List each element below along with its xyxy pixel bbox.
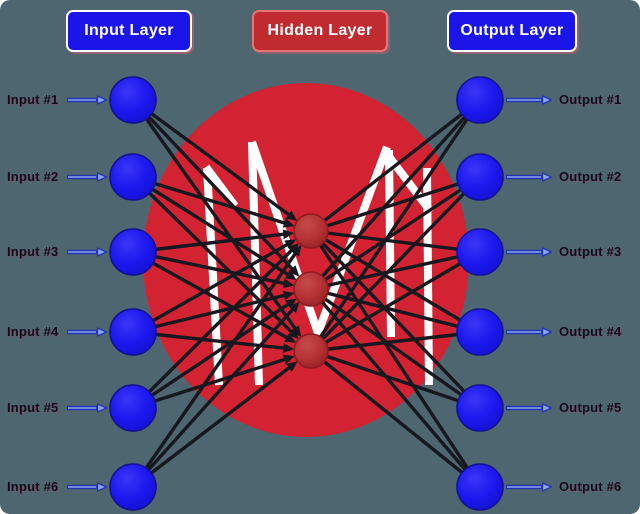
output-label-6: Output #6 bbox=[559, 479, 622, 494]
edge-hidden1-output2 bbox=[310, 175, 481, 233]
edge-input2-hidden1 bbox=[132, 175, 295, 228]
output-label-3: Output #3 bbox=[559, 244, 622, 259]
edge-input6-hidden1 bbox=[131, 244, 302, 488]
output-label-5: Output #5 bbox=[559, 400, 622, 415]
edge-input2-hidden3 bbox=[131, 175, 299, 340]
hidden-to-output-edges bbox=[309, 98, 482, 489]
hidden-layer-circle bbox=[143, 83, 469, 437]
edge-input6-hidden2 bbox=[131, 301, 300, 489]
input-layer-badge-label: Input Layer bbox=[84, 22, 174, 39]
input-layer-badge: Input Layer bbox=[66, 10, 192, 52]
edge-input5-hidden1 bbox=[131, 242, 299, 410]
edge-input1-hidden1 bbox=[131, 98, 298, 221]
input-label-3: Input #3 bbox=[7, 244, 59, 259]
hidden-node-3 bbox=[293, 333, 329, 369]
input-node-6 bbox=[109, 463, 157, 511]
edge-hidden2-output3 bbox=[310, 250, 481, 291]
output-node-6 bbox=[456, 463, 504, 511]
edge-input3-hidden3 bbox=[132, 250, 297, 343]
input-output-nodes bbox=[109, 76, 504, 511]
hidden-nodes bbox=[293, 213, 329, 369]
edge-hidden3-output4 bbox=[310, 330, 481, 353]
input-label-4: Input #4 bbox=[7, 324, 59, 339]
input-node-2 bbox=[109, 153, 157, 201]
edge-hidden3-output2 bbox=[309, 175, 482, 353]
edge-hidden1-output4 bbox=[310, 229, 481, 334]
hidden-node-1 bbox=[293, 213, 329, 249]
output-node-1 bbox=[456, 76, 504, 124]
input-node-5 bbox=[109, 384, 157, 432]
edge-hidden3-output6 bbox=[309, 349, 482, 489]
input-node-4 bbox=[109, 308, 157, 356]
edge-input5-hidden3 bbox=[132, 354, 295, 410]
output-node-2 bbox=[456, 153, 504, 201]
output-label-2: Output #2 bbox=[559, 169, 622, 184]
edge-input3-hidden1 bbox=[132, 229, 295, 254]
input-label-5: Input #5 bbox=[7, 400, 59, 415]
input-node-3 bbox=[109, 228, 157, 276]
edge-hidden1-output6 bbox=[309, 230, 482, 488]
output-layer-badge: Output Layer bbox=[447, 10, 577, 52]
hidden-layer-badge: Hidden Layer bbox=[252, 10, 388, 52]
edge-input3-hidden2 bbox=[132, 250, 295, 289]
edge-hidden2-output4 bbox=[310, 287, 481, 334]
edge-input6-hidden3 bbox=[131, 361, 298, 489]
edge-hidden1-output1 bbox=[309, 98, 482, 233]
hidden-node-2 bbox=[293, 271, 329, 307]
input-label-2: Input #2 bbox=[7, 169, 59, 184]
output-node-4 bbox=[456, 308, 504, 356]
edge-input1-hidden2 bbox=[131, 98, 300, 277]
edge-hidden2-output1 bbox=[309, 98, 482, 291]
output-label-1: Output #1 bbox=[559, 92, 622, 107]
input-label-1: Input #1 bbox=[7, 92, 59, 107]
edge-input4-hidden1 bbox=[132, 239, 297, 334]
edge-hidden1-output5 bbox=[309, 229, 482, 410]
output-node-3 bbox=[456, 228, 504, 276]
edge-hidden3-output3 bbox=[310, 250, 481, 353]
output-layer-badge-label: Output Layer bbox=[460, 22, 564, 39]
edge-hidden3-output5 bbox=[310, 349, 481, 410]
output-node-5 bbox=[456, 384, 504, 432]
input-label-6: Input #6 bbox=[7, 479, 59, 494]
input-to-hidden-edges bbox=[131, 98, 302, 489]
input-node-1 bbox=[109, 76, 157, 124]
edge-hidden2-output2 bbox=[310, 175, 481, 291]
output-label-4: Output #4 bbox=[559, 324, 622, 339]
edge-hidden3-output1 bbox=[309, 99, 482, 352]
edge-input5-hidden2 bbox=[132, 298, 297, 410]
io-flow-arrows bbox=[67, 100, 543, 487]
hidden-layer-badge-label: Hidden Layer bbox=[267, 22, 373, 39]
edge-hidden1-output3 bbox=[310, 229, 481, 254]
